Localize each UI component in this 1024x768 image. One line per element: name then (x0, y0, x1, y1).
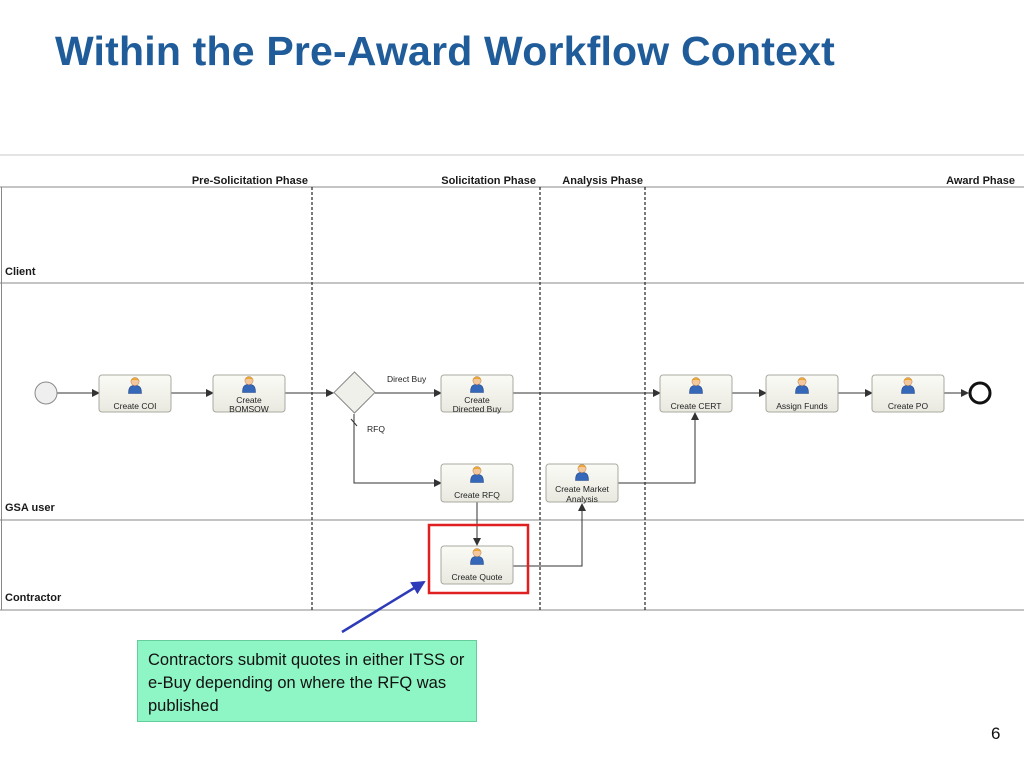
task-label-line: Create CERT (671, 401, 722, 411)
slide-title: Within the Pre-Award Workflow Context (55, 28, 835, 74)
task-label-line: Create (236, 395, 262, 405)
task-label-line: Create RFQ (454, 490, 500, 500)
task-create-market-analysis: Create Market Analysis (545, 463, 619, 504)
lane-label-gsa-user: GSA user (5, 502, 55, 514)
pool-frame (0, 154, 1024, 611)
task-label-line: Create PO (888, 401, 929, 411)
task-create-bomsow: Create BOMSOW (212, 374, 286, 414)
phase-header-analysis: Analysis Phase (562, 175, 643, 187)
task-label-line: Create Market (555, 484, 609, 494)
pointer-arrow (341, 580, 426, 634)
exclusive-gateway (333, 371, 376, 414)
task-create-quote: Create Quote (440, 545, 514, 585)
phase-header-solicitation: Solicitation Phase (441, 175, 536, 187)
lane-label-client: Client (5, 266, 36, 278)
task-label-line: Create (464, 395, 490, 405)
end-event (968, 381, 992, 405)
phase-separators (311, 187, 646, 610)
page-number: 6 (991, 724, 1001, 743)
task-label-line: Create Quote (451, 572, 502, 582)
task-create-cert: Create CERT (659, 374, 733, 413)
task-label-line: Create COI (114, 401, 157, 411)
phase-header-award: Award Phase (946, 175, 1015, 187)
callout-note: Contractors submit quotes in either ITSS… (137, 640, 477, 722)
task-label-line: Analysis (566, 494, 598, 504)
task-label-line: Assign Funds (776, 401, 828, 411)
task-create-coi: Create COI (98, 374, 172, 413)
flow-label-rfq: RFQ (367, 424, 385, 434)
lane-label-contractor: Contractor (5, 592, 62, 604)
task-create-rfq: Create RFQ (440, 463, 514, 503)
sequence-flows (57, 389, 969, 567)
task-create-po: Create PO (871, 374, 945, 413)
highlight-box (427, 523, 530, 595)
task-label-line: Directed Buy (453, 404, 502, 414)
task-label-line: BOMSOW (229, 404, 269, 414)
flow-label-direct-buy: Direct Buy (387, 374, 427, 384)
task-assign-funds: Assign Funds (765, 374, 839, 413)
task-create-directed-buy: Create Directed Buy (440, 374, 514, 414)
phase-header-pre-solicitation: Pre-Solicitation Phase (192, 175, 308, 187)
start-event (34, 381, 58, 405)
